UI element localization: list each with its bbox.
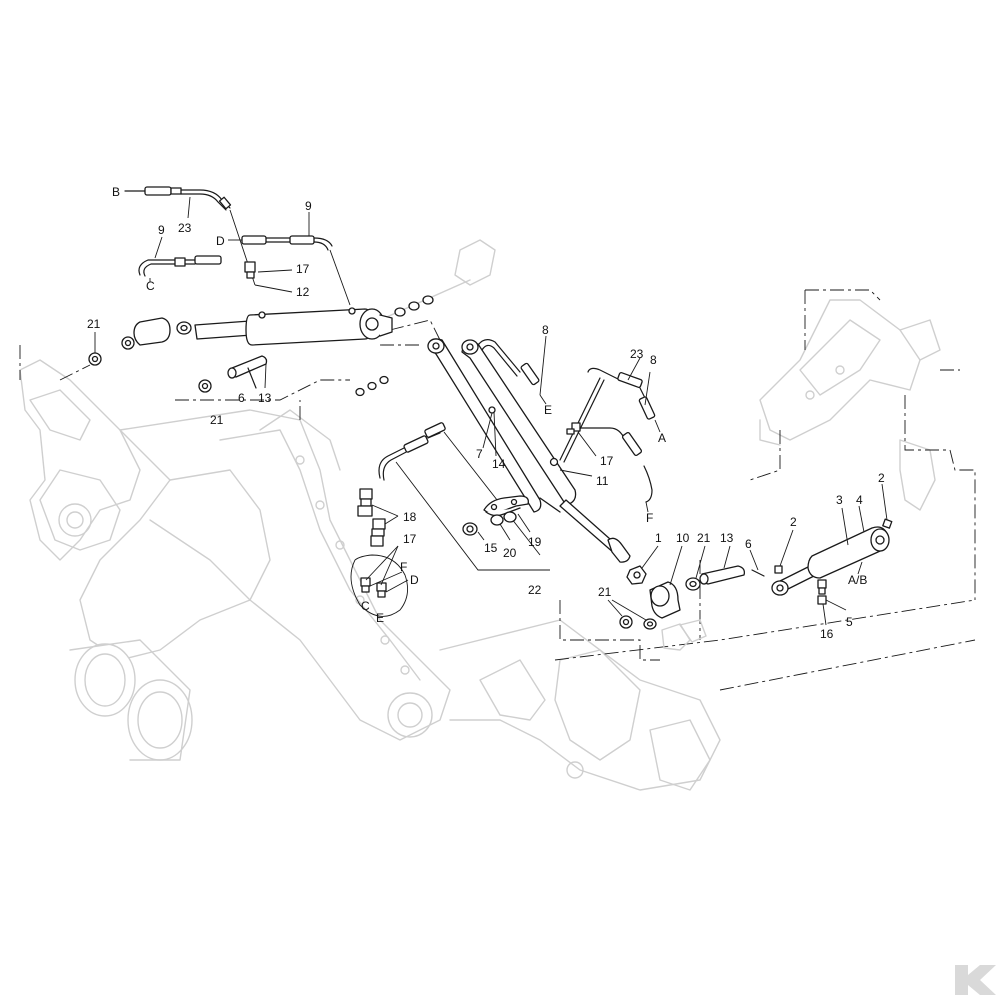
top-hydraulic-cylinder [88, 295, 434, 397]
callout-18: 18 [403, 510, 417, 524]
callout-d: D [216, 234, 225, 248]
callout-15: 15 [484, 541, 498, 555]
callout-labels: B 23 9 D 9 C 17 12 21 6 13 21 8 E 23 8 A… [87, 185, 885, 641]
callout-17: 17 [403, 532, 417, 546]
pivot-parts-lower [607, 545, 765, 651]
callout-a: A [658, 431, 666, 445]
hose-group-top-left [124, 186, 351, 306]
callout-e: E [376, 611, 384, 625]
small-cylinder-right [771, 483, 893, 626]
callout-16: 16 [820, 627, 834, 641]
callout-5: 5 [846, 615, 853, 629]
callout-14: 14 [492, 457, 506, 471]
callout-19: 19 [528, 535, 542, 549]
callout-11: 11 [596, 474, 609, 488]
callout-17: 17 [600, 454, 614, 468]
assembly-center-lines [19, 289, 976, 691]
callout-1: 1 [655, 531, 662, 545]
callout-d: D [410, 573, 419, 587]
callout-7: 7 [476, 447, 483, 461]
callout-c: C [361, 599, 370, 613]
callout-8: 8 [542, 323, 549, 337]
k-logo-icon [955, 965, 996, 995]
callout-23: 23 [178, 221, 192, 235]
callout-6: 6 [745, 537, 752, 551]
callout-13: 13 [258, 391, 272, 405]
callout-c: C [146, 279, 155, 293]
callout-23: 23 [630, 347, 644, 361]
callout-6: 6 [238, 391, 245, 405]
callout-4: 4 [856, 493, 863, 507]
callout-20: 20 [503, 546, 517, 560]
callout-21: 21 [210, 413, 224, 427]
callout-9: 9 [158, 223, 165, 237]
callout-e: E [544, 403, 552, 417]
callout-2: 2 [790, 515, 797, 529]
callout-21: 21 [598, 585, 612, 599]
callout-8: 8 [650, 353, 657, 367]
callout-21: 21 [697, 531, 711, 545]
callout-2: 2 [878, 471, 885, 485]
callout-9: 9 [305, 199, 312, 213]
callout-12: 12 [296, 285, 310, 299]
callout-10: 10 [676, 531, 690, 545]
callout-17: 17 [296, 262, 310, 276]
callout-b: B [112, 185, 120, 199]
callout-22: 22 [528, 583, 542, 597]
callout-ab: A/B [848, 573, 867, 587]
main-lift-cylinders [427, 338, 631, 563]
callout-f: F [646, 511, 653, 525]
callout-21: 21 [87, 317, 101, 331]
hose-group-middle-right [477, 335, 661, 513]
callout-13: 13 [720, 531, 734, 545]
callout-3: 3 [836, 493, 843, 507]
callout-f: F [400, 560, 407, 574]
hose-group-center [350, 422, 550, 617]
